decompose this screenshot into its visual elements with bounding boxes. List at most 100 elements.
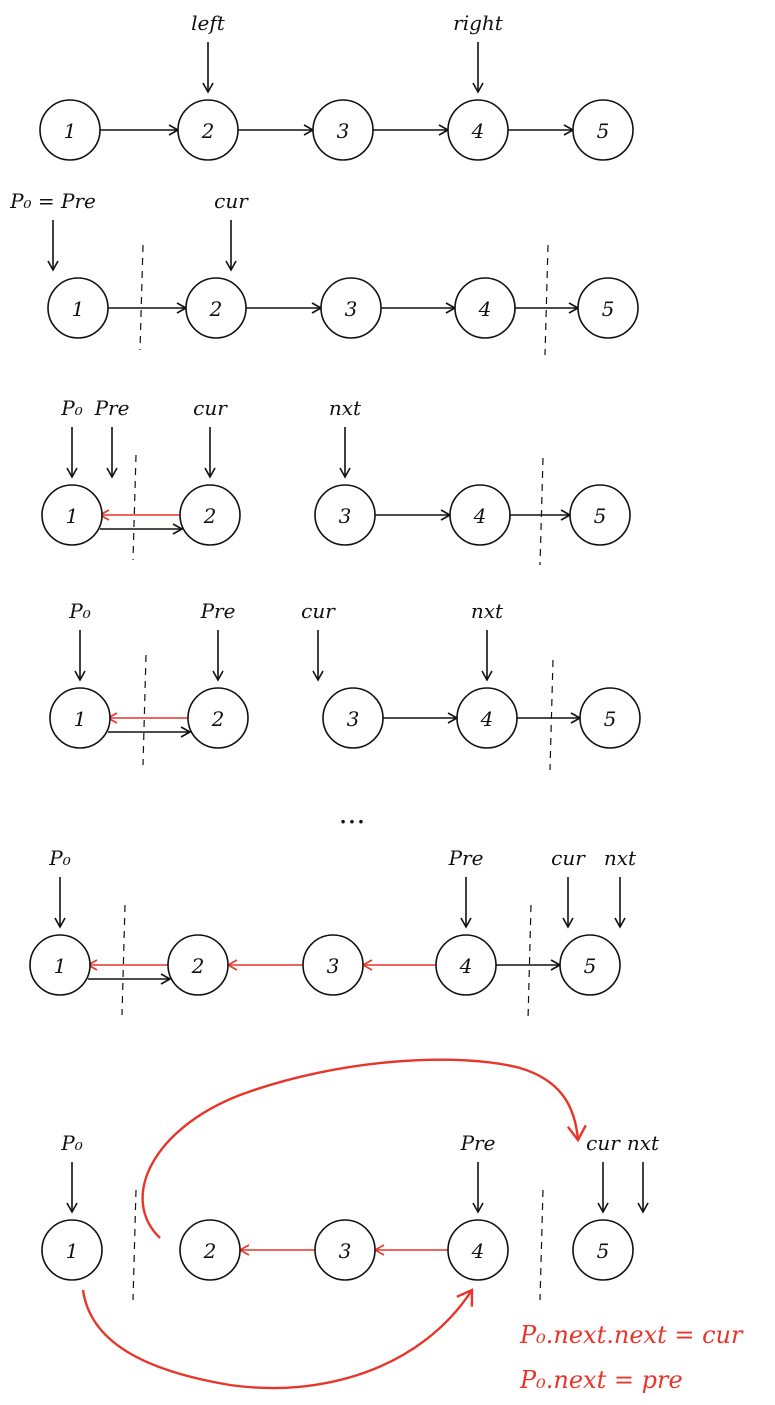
node-value: 5 (594, 504, 607, 528)
pointer-label: cur (551, 846, 586, 870)
node-circle (569, 484, 631, 546)
node-1: 1 (49, 687, 111, 749)
node-3: 3 (314, 484, 376, 546)
node-circle (49, 687, 111, 749)
node-3: 3 (322, 687, 384, 749)
boundary-step4-right (549, 659, 554, 771)
boundary-step4-left (142, 654, 147, 766)
node-circle (47, 277, 109, 339)
step-1: 1 2 3 4 5 left right (39, 11, 634, 161)
pointer-pre: Pre (460, 1131, 496, 1214)
node-circle (29, 934, 91, 996)
boundary-step2-right (544, 244, 549, 356)
node-value: 1 (54, 954, 67, 978)
pointer-pre: Pre (94, 396, 129, 479)
pointer-label: cur (214, 189, 249, 213)
pointer-label: left (191, 11, 226, 35)
node-1: 1 (39, 99, 101, 161)
reconnect-link-1-to-4 (81, 1288, 474, 1390)
node-1: 1 (47, 277, 109, 339)
node-circle (456, 687, 518, 749)
pointer-label: right (453, 11, 504, 35)
pointer-nxt: nxt (627, 1131, 660, 1214)
node-4: 4 (449, 484, 511, 546)
pointer-label: Pre (460, 1131, 496, 1155)
node-3: 3 (320, 277, 382, 339)
node-circle (314, 484, 376, 546)
node-circle (454, 277, 516, 339)
pointer-label: Pre (200, 599, 236, 623)
node-2: 2 (177, 99, 239, 161)
node-circle (449, 484, 511, 546)
node-value: 3 (327, 954, 340, 978)
pointer-nxt: nxt (604, 846, 637, 929)
pointer-label: nxt (627, 1131, 660, 1155)
pointer-p-: P₀ (68, 599, 91, 682)
boundary-step5-left (121, 904, 126, 1016)
node-circle (579, 687, 641, 749)
pointer-label: P₀ (60, 396, 82, 420)
pointer-label: P₀ (60, 1131, 82, 1155)
node-circle (577, 277, 639, 339)
pointer-label: cur (586, 1131, 621, 1155)
pointer-nxt: nxt (471, 599, 504, 682)
pointer-p-: P₀ (48, 846, 71, 929)
node-3: 3 (302, 934, 364, 996)
node-value: 3 (339, 1239, 352, 1263)
node-1: 1 (41, 1219, 103, 1281)
node-circle (447, 99, 509, 161)
node-value: 4 (473, 504, 487, 528)
node-2: 2 (179, 484, 241, 546)
node-2: 2 (185, 277, 247, 339)
node-value: 3 (337, 119, 350, 143)
node-value: 5 (604, 707, 617, 731)
node-5: 5 (577, 277, 639, 339)
node-4: 4 (447, 99, 509, 161)
node-circle (314, 1219, 376, 1281)
pointer-label: P₀ (68, 599, 90, 623)
node-2: 2 (179, 1219, 241, 1281)
sublist-boundaries (121, 244, 554, 1301)
node-value: 4 (459, 954, 473, 978)
pointer-p-: P₀ (60, 1131, 83, 1214)
node-value: 1 (66, 504, 79, 528)
node-value: 4 (480, 707, 494, 731)
pointer-nxt: nxt (329, 396, 362, 479)
pointer-pre: Pre (448, 846, 483, 929)
node-circle (572, 1219, 634, 1281)
node-value: 5 (584, 954, 597, 978)
node-4: 4 (456, 687, 518, 749)
reconnect-link-2-to-5 (141, 1058, 587, 1239)
node-3: 3 (312, 99, 374, 161)
node-4: 4 (454, 277, 516, 339)
pointer-label: nxt (471, 599, 504, 623)
node-value: 3 (345, 297, 358, 321)
node-circle (177, 99, 239, 161)
node-value: 5 (602, 297, 615, 321)
boundary-step6-left (132, 1189, 137, 1301)
node-5: 5 (569, 484, 631, 546)
node-1: 1 (29, 934, 91, 996)
boundary-step6-right (539, 1189, 544, 1301)
pointer-cur: cur (214, 189, 249, 272)
node-circle (167, 934, 229, 996)
node-circle (312, 99, 374, 161)
node-circle (179, 1219, 241, 1281)
node-value: 1 (74, 707, 87, 731)
node-3: 3 (314, 1219, 376, 1281)
node-5: 5 (559, 934, 621, 996)
node-5: 5 (572, 1219, 634, 1281)
node-value: 5 (597, 119, 610, 143)
node-4: 4 (435, 934, 497, 996)
node-value: 2 (211, 707, 225, 731)
node-circle (435, 934, 497, 996)
node-circle (41, 484, 103, 546)
node-value: 4 (478, 297, 492, 321)
node-circle (322, 687, 384, 749)
node-value: 1 (66, 1239, 79, 1263)
